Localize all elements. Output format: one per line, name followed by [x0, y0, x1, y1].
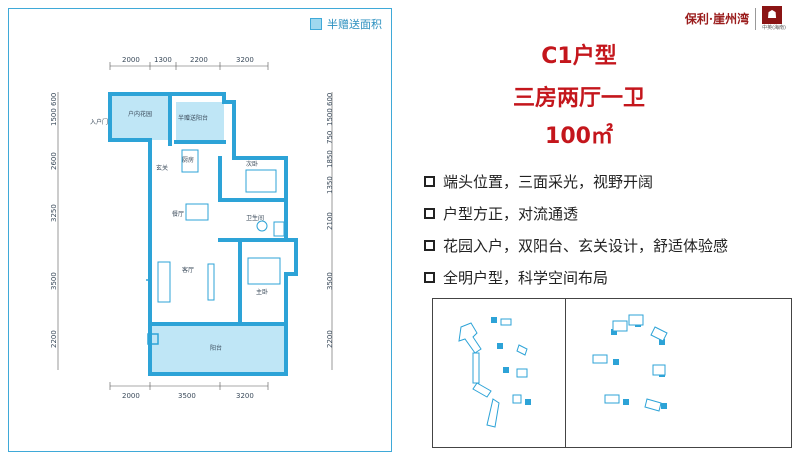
dim-left-3: 2600 [50, 152, 58, 170]
unit-area: 100㎡ [545, 124, 613, 149]
room-living: 客厅 [182, 266, 194, 274]
dim-left-5: 3500 [50, 272, 58, 290]
dim-top-1: 2000 [122, 56, 140, 64]
dim-right-2: 1500 [326, 108, 334, 126]
brand-script: 保利·崖州湾 [684, 12, 750, 26]
checkbox-icon [424, 239, 435, 251]
feature-list: 端头位置，三面采光，视野开阔 户型方正，对流通透 花园入户，双阳台、玄关设计，舒… [424, 170, 728, 298]
feature-item: 户型方正，对流通透 [424, 202, 728, 224]
dim-right-7: 3500 [326, 272, 334, 290]
dim-left-4: 3250 [50, 204, 58, 222]
dim-right-5: 1350 [326, 176, 334, 194]
seal-label: 中英(海南) [762, 25, 786, 31]
room-terrace: 阳台 [210, 344, 222, 352]
feature-item: 端头位置，三面采光，视野开阔 [424, 170, 728, 192]
dim-left-2: 1500 [50, 108, 58, 126]
dim-top-4: 3200 [236, 56, 254, 64]
feature-item: 全明户型，科学空间布局 [424, 266, 728, 288]
checkbox-icon [424, 271, 435, 283]
dim-left-6: 2200 [50, 330, 58, 348]
seal-icon: ☗ [762, 6, 783, 24]
dim-right-4: 1850 [326, 150, 334, 168]
floor-plan-panel: 半赠送面积 2000 1300 2200 3200 2000 3500 3200… [8, 8, 392, 452]
feature-text: 全明户型，科学空间布局 [443, 268, 609, 287]
feature-text: 户型方正，对流通透 [443, 204, 579, 223]
room-foyer: 玄关 [156, 164, 168, 172]
room-dining: 餐厅 [172, 210, 184, 218]
info-panel: 保利·崖州湾 ☗ 中英(海南) C1户型 三房两厅一卫 100㎡ 端头位置，三面… [404, 0, 800, 457]
legend-swatch-icon [310, 18, 322, 30]
feature-item: 花园入户，双阳台、玄关设计，舒适体验感 [424, 234, 728, 256]
dim-top-2: 1300 [154, 56, 172, 64]
room-bath: 卫生间 [246, 214, 264, 222]
room-garden: 户内花园 [128, 110, 152, 118]
dim-bottom-2: 3500 [178, 392, 196, 400]
legend-label: 半赠送面积 [327, 18, 382, 31]
dim-bottom-1: 2000 [122, 392, 140, 400]
legend: 半赠送面积 [310, 16, 382, 32]
logo-divider [755, 7, 757, 30]
room-entry: 入户门 [90, 118, 108, 126]
site-buildings [458, 314, 668, 428]
dim-right-6: 2100 [326, 212, 334, 230]
room-balcony: 半赠送阳台 [178, 114, 208, 122]
dim-right-1: 600 [326, 93, 334, 106]
brand-logo: 保利·崖州湾 ☗ 中英(海南) [685, 6, 786, 31]
dim-top-3: 2200 [190, 56, 208, 64]
floor-plan: 2000 1300 2200 3200 2000 3500 3200 600 1… [50, 56, 334, 400]
room-bed1: 主卧 [256, 288, 268, 296]
dim-left-1: 600 [50, 93, 58, 106]
feature-text: 花园入户，双阳台、玄关设计，舒适体验感 [443, 236, 729, 255]
dim-right-8: 2200 [326, 330, 334, 348]
unit-title: C1户型 [541, 44, 617, 69]
site-divider [565, 299, 566, 447]
dim-bottom-3: 3200 [236, 392, 254, 400]
room-kitchen: 厨房 [182, 156, 194, 164]
unit-layout: 三房两厅一卫 [512, 86, 645, 111]
dim-right-3: 750 [326, 131, 334, 144]
checkbox-icon [424, 175, 435, 187]
feature-text: 端头位置，三面采光，视野开阔 [443, 172, 654, 191]
room-bed2: 次卧 [246, 160, 258, 168]
site-plan [432, 298, 792, 448]
panel-border [8, 8, 392, 452]
checkbox-icon [424, 207, 435, 219]
